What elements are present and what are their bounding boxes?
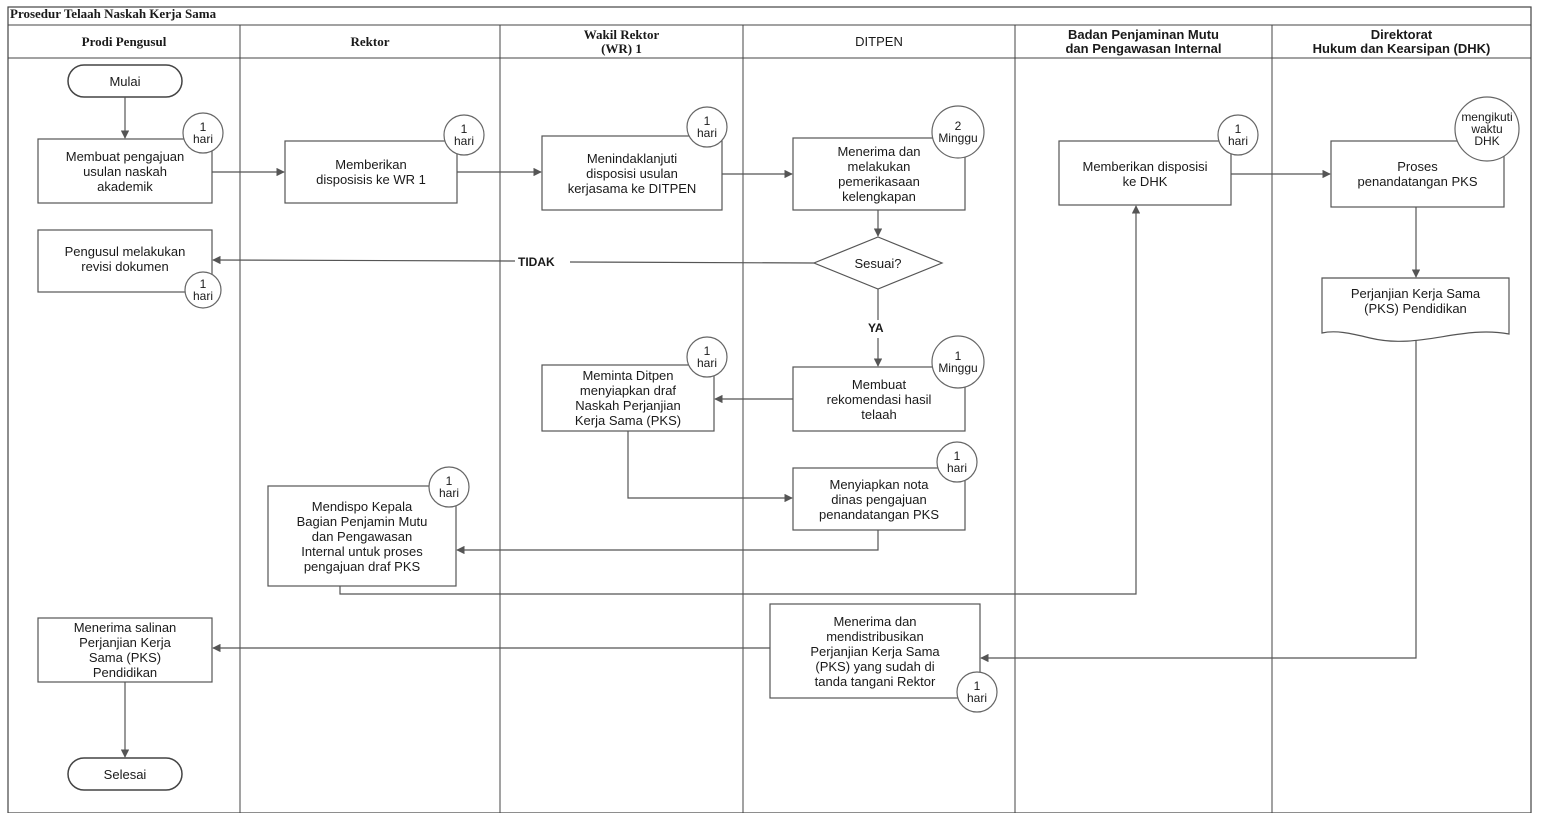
duration-badge-shape [686, 106, 728, 148]
process-ditpen-distribute: Menerima dan mendistribusikan Perjanjian… [810, 613, 940, 689]
lane-header-prodi: Prodi Pengusul [81, 34, 167, 49]
duration-badge: mengikuti waktu DHK [1461, 110, 1513, 148]
duration-badge: 1 hari [1227, 122, 1248, 148]
process-wr-request: Meminta Ditpen menyiapkan draf Naskah Pe… [574, 368, 682, 428]
flow-arrow [339, 205, 1141, 595]
process-ditpen-recommend: Membuat rekomendasi hasil telaah [826, 376, 932, 422]
process-bpm-dispose: Memberikan disposisi ke DHK [1082, 159, 1208, 189]
duration-badge: 1 hari [696, 114, 717, 140]
document-dhk-pks: Perjanjian Kerja Sama (PKS) Pendidikan [1350, 286, 1481, 316]
decision-ditpen: Sesuai? [854, 255, 902, 271]
lane-header-rektor: Rektor [350, 34, 390, 49]
duration-badge-shape [1217, 114, 1259, 156]
process-rektor-mendispo: Mendispo Kepala Bagian Penjamin Mutu dan… [296, 498, 428, 574]
process-ditpen-memo: Menyiapkan nota dinas pengajuan penandat… [819, 476, 939, 522]
duration-badge: 1 hari [192, 120, 213, 146]
flow-arrow [456, 530, 879, 555]
duration-badge: 1 hari [438, 474, 459, 500]
flow-arrow [212, 255, 516, 265]
duration-badge-shape [428, 466, 470, 508]
duration-badge-shape [956, 671, 998, 713]
process-wr-forward: Menindaklanjuti disposisi usulan kerjasa… [567, 150, 697, 196]
duration-badge-shape [1454, 96, 1520, 162]
duration-badge: 1 Minggu [938, 349, 978, 375]
process-shape [769, 603, 981, 699]
process-rektor-dispose: Memberikan disposisis ke WR 1 [316, 157, 426, 187]
duration-badge: 2 Minggu [938, 119, 978, 145]
duration-badge-shape [931, 105, 985, 159]
process-shape [37, 138, 213, 204]
flow-arrow [627, 431, 793, 503]
process-prodi-revise: Pengusul melakukan revisi dokumen [64, 244, 186, 274]
process-dhk-sign: Proses penandatangan PKS [1357, 159, 1478, 189]
lane-header-ditpen: DITPEN [855, 34, 903, 49]
process-prodi-receive: Menerima salinan Perjanjian Kerja Sama (… [73, 620, 177, 680]
outer-frame [7, 6, 1532, 813]
lane-header-wr1: Wakil Rektor (WR) 1 [583, 27, 660, 56]
process-shape [792, 467, 966, 531]
process-prodi-submit: Membuat pengajuan usulan naskah akademik [65, 148, 185, 194]
duration-badge: 1 hari [696, 344, 717, 370]
edge-label-yes: YA [868, 321, 884, 335]
process-ditpen-check: Menerima dan melakukan pemerikasaan kele… [837, 144, 921, 204]
process-shape [1058, 140, 1232, 206]
end-terminator: Selesai [103, 766, 147, 782]
duration-badge-shape [443, 114, 485, 156]
end-terminator-shape [67, 757, 183, 791]
duration-badge-shape [182, 112, 224, 154]
process-shape [792, 366, 966, 432]
process-shape [37, 617, 213, 683]
lane-header-bpm: Badan Penjaminan Mutu dan Pengawasan Int… [1065, 27, 1222, 56]
edge-label-no: TIDAK [518, 255, 555, 269]
process-shape [792, 137, 966, 211]
duration-badge: 1 hari [453, 122, 474, 148]
process-shape [541, 364, 715, 432]
process-shape [541, 135, 723, 211]
flow-arrow [980, 340, 1417, 663]
duration-badge: 1 hari [192, 277, 213, 303]
process-shape [267, 485, 457, 587]
process-shape [37, 229, 213, 293]
flow-arrow [569, 261, 815, 264]
duration-badge-shape [931, 335, 985, 389]
lane-header-dhk: Direktorat Hukum dan Kearsipan (DHK) [1312, 27, 1491, 56]
document-shape [1321, 277, 1510, 342]
duration-badge-shape [184, 271, 222, 309]
duration-badge-shape [936, 441, 978, 483]
duration-badge: 1 hari [946, 449, 967, 475]
duration-badge: 1 hari [966, 679, 987, 705]
start-terminator: Mulai [109, 73, 141, 89]
diagram-title: Prosedur Telaah Naskah Kerja Sama [10, 6, 217, 21]
duration-badge-shape [686, 336, 728, 378]
